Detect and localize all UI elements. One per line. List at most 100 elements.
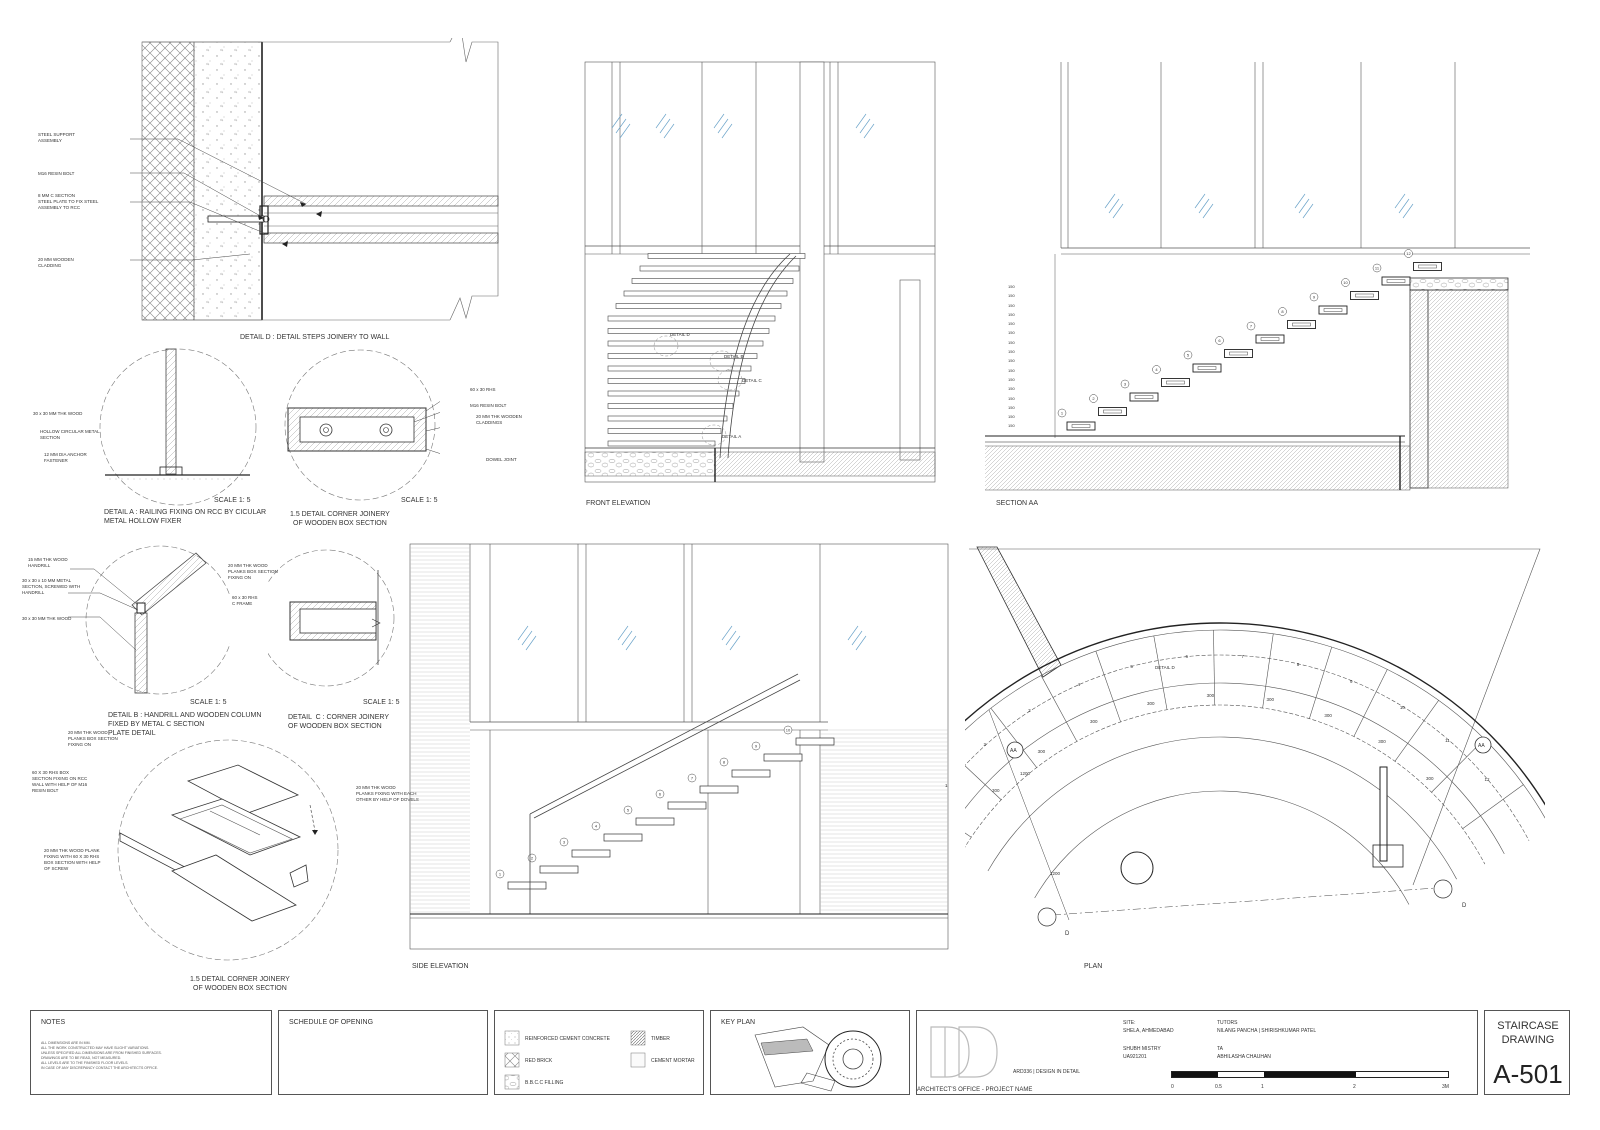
section-aa-tread	[1129, 392, 1159, 402]
plan-tread-dim: 300	[1266, 697, 1274, 703]
ta-label: TA	[1217, 1046, 1224, 1052]
side-elevation-tread	[699, 785, 739, 794]
side-elevation-step-number: 6	[659, 792, 662, 797]
riser-dim: 150	[1008, 284, 1015, 289]
fe-tread	[607, 315, 776, 322]
plan-tread-dim: 300	[1425, 775, 1434, 781]
plan-tread-line	[1213, 630, 1216, 706]
detail-a-note-3: 12 MM DIA ANCHOR FASTENER	[44, 452, 87, 463]
note-line: DRAWINGS ARE TO BE READ, NOT MEASURED.	[41, 1056, 122, 1060]
section-aa-step-tag	[1152, 365, 1161, 374]
side-elevation-step-number: 10	[786, 728, 791, 733]
detail-c-scale: SCALE 1: 5	[363, 699, 400, 706]
plan-step-number: 2	[983, 742, 987, 748]
plan-arc	[987, 736, 1457, 880]
side-elevation-tread	[507, 881, 547, 890]
project-panel: ARD336 | DESIGN IN DETAIL ARCHITECT'S OF…	[916, 1010, 1478, 1095]
plan-step-number: 8	[1296, 662, 1300, 668]
side-elevation-step-number: 9	[755, 744, 758, 749]
sheet-panel: STAIRCASE DRAWING A-501	[1484, 1010, 1570, 1095]
fe-tread	[631, 278, 794, 284]
riser-dim: 150	[1008, 376, 1015, 382]
legend-label-brick: RED BRICK	[525, 1058, 553, 1064]
detail-d-note-2: M16 RESIN BOLT	[38, 171, 75, 176]
scale-tick-0: 0	[1171, 1084, 1174, 1090]
scale-tick-05: 0.5	[1215, 1084, 1222, 1090]
detail-box-scale: SCALE 1: 5	[401, 497, 438, 504]
side-elevation-tread	[571, 849, 611, 858]
legend-swatch-rcc	[504, 1030, 520, 1046]
plan-tread-line	[965, 765, 1002, 800]
section-aa-step-number: 2	[1092, 396, 1095, 401]
key-plan-panel: KEY PLAN	[710, 1010, 910, 1095]
riser-dim: 150	[1008, 414, 1015, 420]
sheet-title: STAIRCASE DRAWING	[1497, 1020, 1559, 1046]
tutors-label: TUTORS	[1217, 1020, 1238, 1026]
plan-tread-line	[1353, 669, 1388, 737]
plan-step-number: 5	[1130, 663, 1133, 669]
fe-tread	[607, 415, 728, 422]
detail-d-note-1: STEEL SUPPORT ASSEMBLY	[38, 132, 76, 143]
side-elevation-step-number: 5	[627, 808, 630, 813]
scale-tick-3m: 3M	[1442, 1084, 1449, 1090]
detail-iso-title: 1.5 DETAIL CORNER JOINERY OF WOODEN BOX …	[190, 976, 290, 992]
side-elevation-tread	[603, 833, 643, 842]
fe-tread	[607, 328, 770, 334]
side-elevation-step-number: 8	[723, 760, 726, 765]
detail-box-drawing	[284, 349, 440, 501]
riser-dim: 150	[1008, 293, 1015, 299]
section-aa-step-number: 7	[1250, 324, 1253, 329]
side-elevation-step-number: 1	[499, 872, 502, 877]
section-aa-step-tag	[1183, 350, 1193, 360]
plan-grid-d-right: D	[1462, 903, 1467, 909]
section-aa-step-number: 3	[1124, 382, 1127, 387]
detail-c-title: DETAIL C : CORNER JOINERY OF WOODEN BOX …	[288, 714, 389, 730]
riser-dim: 150	[1008, 404, 1015, 410]
section-aa-tread	[1098, 407, 1127, 416]
section-aa-tread	[1413, 262, 1442, 271]
fe-tag-detail-c: DETAIL C	[742, 378, 762, 383]
fe-tread	[607, 365, 752, 372]
section-aa-tread	[1066, 421, 1096, 431]
ta-value: ABHILASHA CHAUHAN	[1217, 1054, 1271, 1060]
plan-grid-d-left: D	[1065, 931, 1070, 937]
tutors-value: NILANG PANCHA | SHIRISHKUMAR PATEL	[1217, 1028, 1317, 1034]
note-line: ALL DIMENSIONS ARE IN MM.	[41, 1041, 91, 1045]
section-aa-step-tag	[1057, 408, 1067, 418]
side-elevation-tread	[795, 737, 835, 746]
fe-tread	[615, 303, 782, 309]
plan-arc	[965, 629, 1545, 819]
front-elevation-drawing	[584, 61, 936, 483]
section-aa-step-number: 4	[1155, 367, 1158, 372]
plan-tread-line	[1394, 700, 1439, 762]
plan-arc	[965, 654, 1530, 841]
section-aa-step-number: 5	[1187, 353, 1190, 358]
side-elevation-step-number: 7	[691, 776, 694, 781]
legend-swatch-brick	[504, 1052, 520, 1068]
key-plan-drawing	[754, 1026, 882, 1092]
detail-d-drawing	[130, 38, 499, 321]
riser-dim: 150	[1008, 302, 1015, 308]
section-aa-step-number: 9	[1313, 295, 1316, 300]
detail-b-note-3: 30 x 30 MM THK WOOD	[22, 616, 72, 621]
plan-step-number: 11	[1445, 737, 1450, 743]
schedule-title: SCHEDULE OF OPENING	[289, 1019, 374, 1026]
plan-step-number: 3	[1028, 708, 1031, 714]
section-aa-step-number: 12	[1406, 251, 1411, 256]
student-id: UA921201	[1123, 1054, 1147, 1060]
detail-c-note-1: 20 MM THK WOOD PLANKS BOX SECTION FIXING…	[228, 563, 278, 580]
detail-a-scale: SCALE 1: 5	[214, 497, 251, 504]
section-aa-tread	[1224, 349, 1253, 358]
riser-dim: 150	[1008, 330, 1015, 336]
fe-tag-detail-b: DETAIL B	[724, 354, 744, 359]
section-aa-step-number: 10	[1343, 280, 1348, 285]
plan-tread-dim: 300	[992, 787, 1000, 793]
plan-tread-dim: 300	[1324, 712, 1332, 718]
fe-tread	[607, 403, 734, 409]
fe-tag-detail-a: DETAIL A	[722, 434, 742, 439]
plan-step-number: 7	[1241, 653, 1244, 659]
plan-tread-line	[1040, 675, 1078, 742]
detail-c-note-2: 60 x 30 RHS C FRAME	[232, 595, 258, 606]
fe-tread	[639, 265, 800, 272]
detail-c-drawing	[268, 549, 395, 687]
